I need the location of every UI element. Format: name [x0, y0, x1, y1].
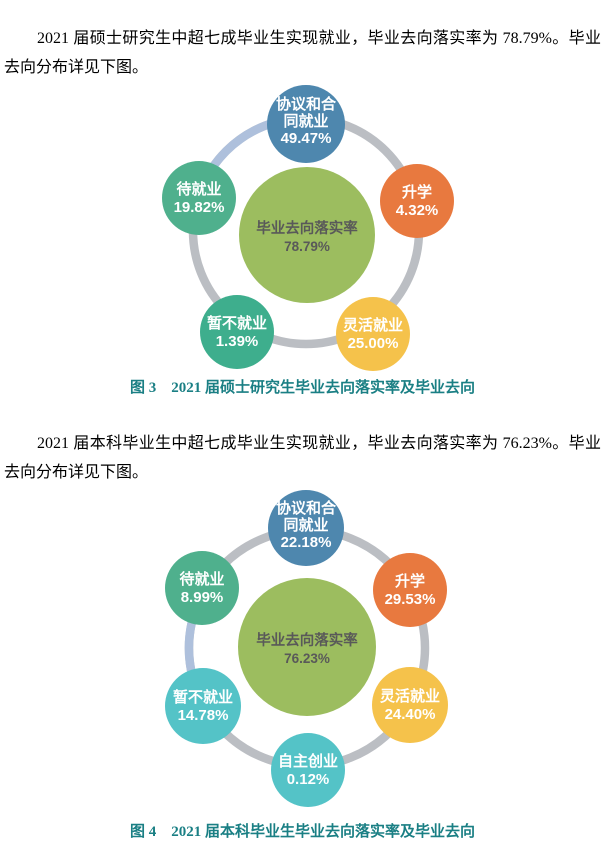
fig3-center-label: 毕业去向落实率	[256, 219, 358, 237]
fig4-node-self-employed: 自主创业 0.12%	[271, 733, 345, 807]
figure4-caption: 图 4 2021 届本科毕业生毕业去向落实率及毕业去向	[129, 824, 475, 840]
figure4-diagram: 毕业去向落实率 76.23% 协议和合 同就业 22.18% 待就业 8.99%…	[165, 490, 448, 807]
fig3-not-employed-circle	[200, 295, 274, 369]
figure3-caption: 图 3 2021 届硕士研究生毕业去向落实率及毕业去向	[129, 380, 475, 396]
fig3-center-value: 78.79%	[284, 239, 330, 254]
fig4-node-agreement: 协议和合 同就业 22.18%	[268, 490, 344, 566]
fig4-awaiting-circle	[165, 551, 239, 625]
fig3-awaiting-value: 19.82%	[174, 199, 225, 216]
fig4-node-awaiting: 待就业 8.99%	[165, 551, 239, 625]
fig4-center-circle	[238, 578, 376, 716]
fig4-node-flexible: 灵活就业 24.40%	[372, 667, 448, 743]
fig4-not-employed-value: 14.78%	[178, 707, 229, 724]
fig4-agreement-label-line2: 同就业	[283, 516, 328, 534]
fig3-node-center: 毕业去向落实率 78.79%	[239, 167, 375, 303]
fig3-node-awaiting: 待就业 19.82%	[162, 161, 236, 235]
fig4-flexible-label: 灵活就业	[380, 687, 440, 705]
paragraph-masters: 2021 届硕士研究生中超七成毕业生实现就业，毕业去向落实率为 78.79%。毕…	[4, 30, 601, 76]
fig4-agreement-circle	[268, 490, 344, 566]
fig3-not-employed-label: 暂不就业	[207, 314, 267, 332]
fig4-further-study-value: 29.53%	[385, 591, 436, 608]
fig4-not-employed-circle	[165, 668, 241, 744]
fig3-awaiting-label: 待就业	[176, 180, 221, 198]
fig4-center-label: 毕业去向落实率	[256, 631, 358, 649]
fig4-flexible-circle	[372, 667, 448, 743]
fig3-agreement-value: 49.47%	[281, 130, 332, 147]
fig4-node-not-employed: 暂不就业 14.78%	[165, 668, 241, 744]
fig4-awaiting-label: 待就业	[179, 570, 224, 588]
figure3-diagram: 毕业去向落实率 78.79% 协议和合 同就业 49.47% 待就业 19.82…	[162, 85, 454, 371]
fig3-awaiting-circle	[162, 161, 236, 235]
fig3-flexible-label: 灵活就业	[343, 316, 403, 334]
fig3-further-study-label: 升学	[402, 183, 432, 201]
fig3-agreement-label-line1: 协议和合	[276, 95, 337, 113]
fig3-agreement-circle	[267, 85, 345, 163]
fig4-agreement-value: 22.18%	[281, 534, 332, 551]
fig3-center-circle	[239, 167, 375, 303]
fig4-not-employed-label: 暂不就业	[173, 688, 233, 706]
fig4-node-center: 毕业去向落实率 76.23%	[238, 578, 376, 716]
fig3-not-employed-value: 1.39%	[216, 333, 259, 350]
fig4-self-employed-value: 0.12%	[287, 771, 330, 788]
fig3-further-study-value: 4.32%	[396, 202, 439, 219]
fig3-agreement-label-line2: 同就业	[283, 112, 328, 130]
fig3-flexible-value: 25.00%	[348, 335, 399, 352]
fig4-self-employed-circle	[271, 733, 345, 807]
fig3-node-not-employed: 暂不就业 1.39%	[200, 295, 274, 369]
fig4-flexible-value: 24.40%	[385, 706, 436, 723]
fig4-further-study-circle	[373, 553, 447, 627]
fig4-self-employed-label: 自主创业	[278, 752, 338, 770]
fig3-further-study-circle	[380, 164, 454, 238]
fig4-awaiting-value: 8.99%	[181, 589, 224, 606]
fig3-node-further-study: 升学 4.32%	[380, 164, 454, 238]
paragraph-bachelors: 2021 届本科毕业生中超七成毕业生实现就业，毕业去向落实率为 76.23%。毕…	[4, 435, 601, 481]
fig4-center-value: 76.23%	[284, 651, 330, 666]
fig4-further-study-label: 升学	[395, 572, 425, 590]
fig3-node-flexible: 灵活就业 25.00%	[336, 297, 410, 371]
fig4-agreement-label-line1: 协议和合	[276, 499, 337, 517]
fig3-flexible-circle	[336, 297, 410, 371]
fig4-node-further-study: 升学 29.53%	[373, 553, 447, 627]
fig3-node-agreement: 协议和合 同就业 49.47%	[267, 85, 345, 163]
